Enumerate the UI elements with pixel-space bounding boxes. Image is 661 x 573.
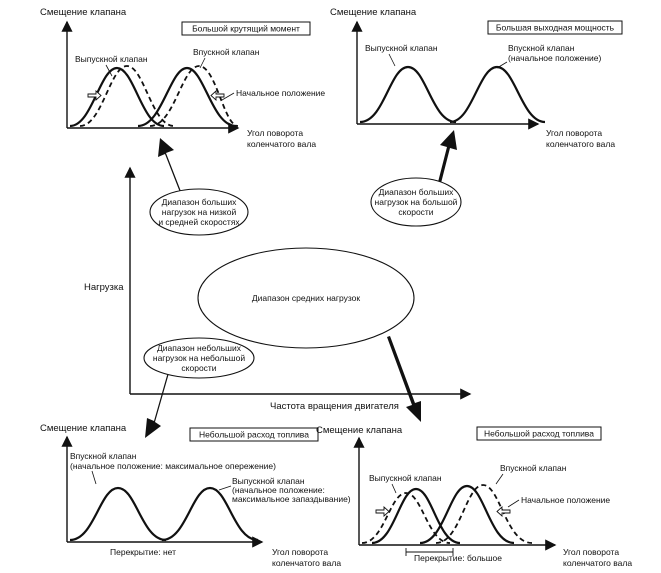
range-text-line: скорости bbox=[181, 363, 216, 373]
intake-curve bbox=[137, 66, 237, 128]
exhaust-leader bbox=[105, 64, 113, 77]
range-text-line: Диапазон небольших bbox=[157, 343, 242, 353]
crank-angle-label-1: Угол поворота bbox=[272, 547, 328, 557]
shift-right-arrow bbox=[87, 89, 102, 102]
exhaust-initial-curve bbox=[361, 492, 451, 544]
shift-left-arrow bbox=[210, 89, 225, 102]
intake-curve bbox=[449, 65, 546, 124]
intake-valve-label: Впускной клапан bbox=[70, 451, 137, 461]
valve-lift-label: Смещение клапана bbox=[40, 423, 127, 434]
valve-lift-label: Смещение клапана bbox=[316, 425, 403, 436]
initial-leader bbox=[221, 92, 235, 101]
badge-frame bbox=[487, 20, 623, 35]
exhaust-curve bbox=[69, 66, 165, 128]
intake-leader bbox=[495, 473, 504, 485]
exhaust-leader bbox=[391, 483, 397, 494]
overlap-large-label: Перекрытие: большое bbox=[414, 553, 502, 563]
crank-angle-label-2: коленчатого вала bbox=[563, 558, 632, 568]
exhaust-valve-label: Выпускной клапан bbox=[365, 43, 438, 53]
badge-frame bbox=[476, 426, 602, 441]
load-speed-chart: Нагрузка Частота вращения двигателя Диап… bbox=[84, 130, 472, 438]
intake-note: (начальное положение) bbox=[508, 53, 602, 63]
range-high-load-high-speed bbox=[370, 177, 462, 227]
badge-frame bbox=[189, 427, 319, 442]
range-text-line: нагрузок на низкой bbox=[162, 207, 237, 217]
range-text-line: Диапазон больших bbox=[162, 197, 237, 207]
intake-initial-curve bbox=[435, 484, 533, 544]
panel-low-fuel-no-overlap: Смещение клапана Небольшой расход топлив… bbox=[40, 423, 351, 568]
initial-position-label: Начальное положение bbox=[521, 495, 610, 505]
crank-angle-label-1: Угол поворота bbox=[563, 547, 619, 557]
range-text-line: скорости bbox=[398, 207, 433, 217]
intake-valve-label: Впускной клапан bbox=[500, 463, 567, 473]
middle-load-range bbox=[197, 247, 415, 349]
valve-lift-label: Смещение клапана bbox=[330, 7, 417, 18]
exhaust-leader bbox=[218, 485, 232, 491]
intake-leader bbox=[91, 470, 97, 485]
initial-position-label: Начальное положение bbox=[236, 88, 325, 98]
exhaust-valve-label: Выпускной клапан bbox=[75, 54, 148, 64]
exhaust-note-2: максимальное запаздывание) bbox=[232, 494, 351, 504]
engine-speed-axis-label: Частота вращения двигателя bbox=[270, 401, 399, 412]
range-low-load-low-speed bbox=[143, 337, 255, 379]
arrow-to-high-torque bbox=[158, 138, 182, 195]
crank-angle-label-1: Угол поворота bbox=[247, 128, 303, 138]
valve-lift-label: Смещение клапана bbox=[40, 7, 127, 18]
arrow-to-low-fuel-right bbox=[387, 336, 421, 422]
exhaust-curve bbox=[359, 65, 457, 124]
arrow-to-high-output bbox=[437, 130, 457, 187]
panel-low-fuel-large-overlap: Смещение клапана Небольшой расход топлив… bbox=[316, 425, 632, 568]
shift-right-arrow bbox=[375, 505, 390, 518]
arrow-to-low-fuel-left bbox=[145, 372, 169, 438]
badge-low-fuel: Небольшой расход топлива bbox=[484, 429, 594, 439]
initial-leader bbox=[507, 499, 520, 508]
crank-angle-label-2: коленчатого вала bbox=[546, 139, 615, 149]
crank-angle-label-2: коленчатого вала bbox=[247, 139, 316, 149]
middle-load-range-label: Диапазон средних нагрузок bbox=[252, 293, 361, 303]
range-text-line: Диапазон больших bbox=[379, 187, 454, 197]
badge-frame bbox=[181, 21, 311, 36]
intake-initial-curve bbox=[149, 65, 239, 127]
exhaust-curve bbox=[371, 487, 461, 545]
intake-curve bbox=[419, 484, 515, 545]
range-text-line: нагрузок на небольшой bbox=[153, 353, 245, 363]
range-high-load-low-speed bbox=[149, 188, 249, 236]
badge-low-fuel: Небольшой расход топлива bbox=[199, 430, 309, 440]
overlap-none-label: Перекрытие: нет bbox=[110, 547, 176, 557]
exhaust-note-1: (начальное положение: bbox=[232, 485, 325, 495]
panel-high-output: Смещение клапана Большая выходная мощнос… bbox=[330, 7, 623, 149]
badge-high-torque: Большой крутящий момент bbox=[192, 24, 300, 34]
crank-angle-label-1: Угол поворота bbox=[546, 128, 602, 138]
crank-angle-label-2: коленчатого вала bbox=[272, 558, 341, 568]
exhaust-curve bbox=[161, 486, 259, 542]
range-text-line: и средней скоростях bbox=[158, 217, 240, 227]
badge-high-output: Большая выходная мощность bbox=[496, 23, 615, 33]
intake-valve-label: Впускной клапан bbox=[193, 47, 260, 57]
intake-note: (начальное положение: максимальное опере… bbox=[70, 461, 276, 471]
intake-leader bbox=[199, 57, 206, 69]
exhaust-valve-label: Выпускной клапан bbox=[369, 473, 442, 483]
intake-valve-label: Впускной клапан bbox=[508, 43, 575, 53]
shift-left-arrow bbox=[496, 505, 511, 518]
load-axis-label: Нагрузка bbox=[84, 282, 124, 293]
exhaust-valve-label: Выпускной клапан bbox=[232, 476, 305, 486]
intake-curve bbox=[69, 486, 167, 542]
exhaust-leader bbox=[388, 53, 396, 67]
range-text-line: нагрузок на большой bbox=[375, 197, 458, 207]
panel-high-torque: Смещение клапана Большой крутящий момент… bbox=[40, 7, 325, 149]
